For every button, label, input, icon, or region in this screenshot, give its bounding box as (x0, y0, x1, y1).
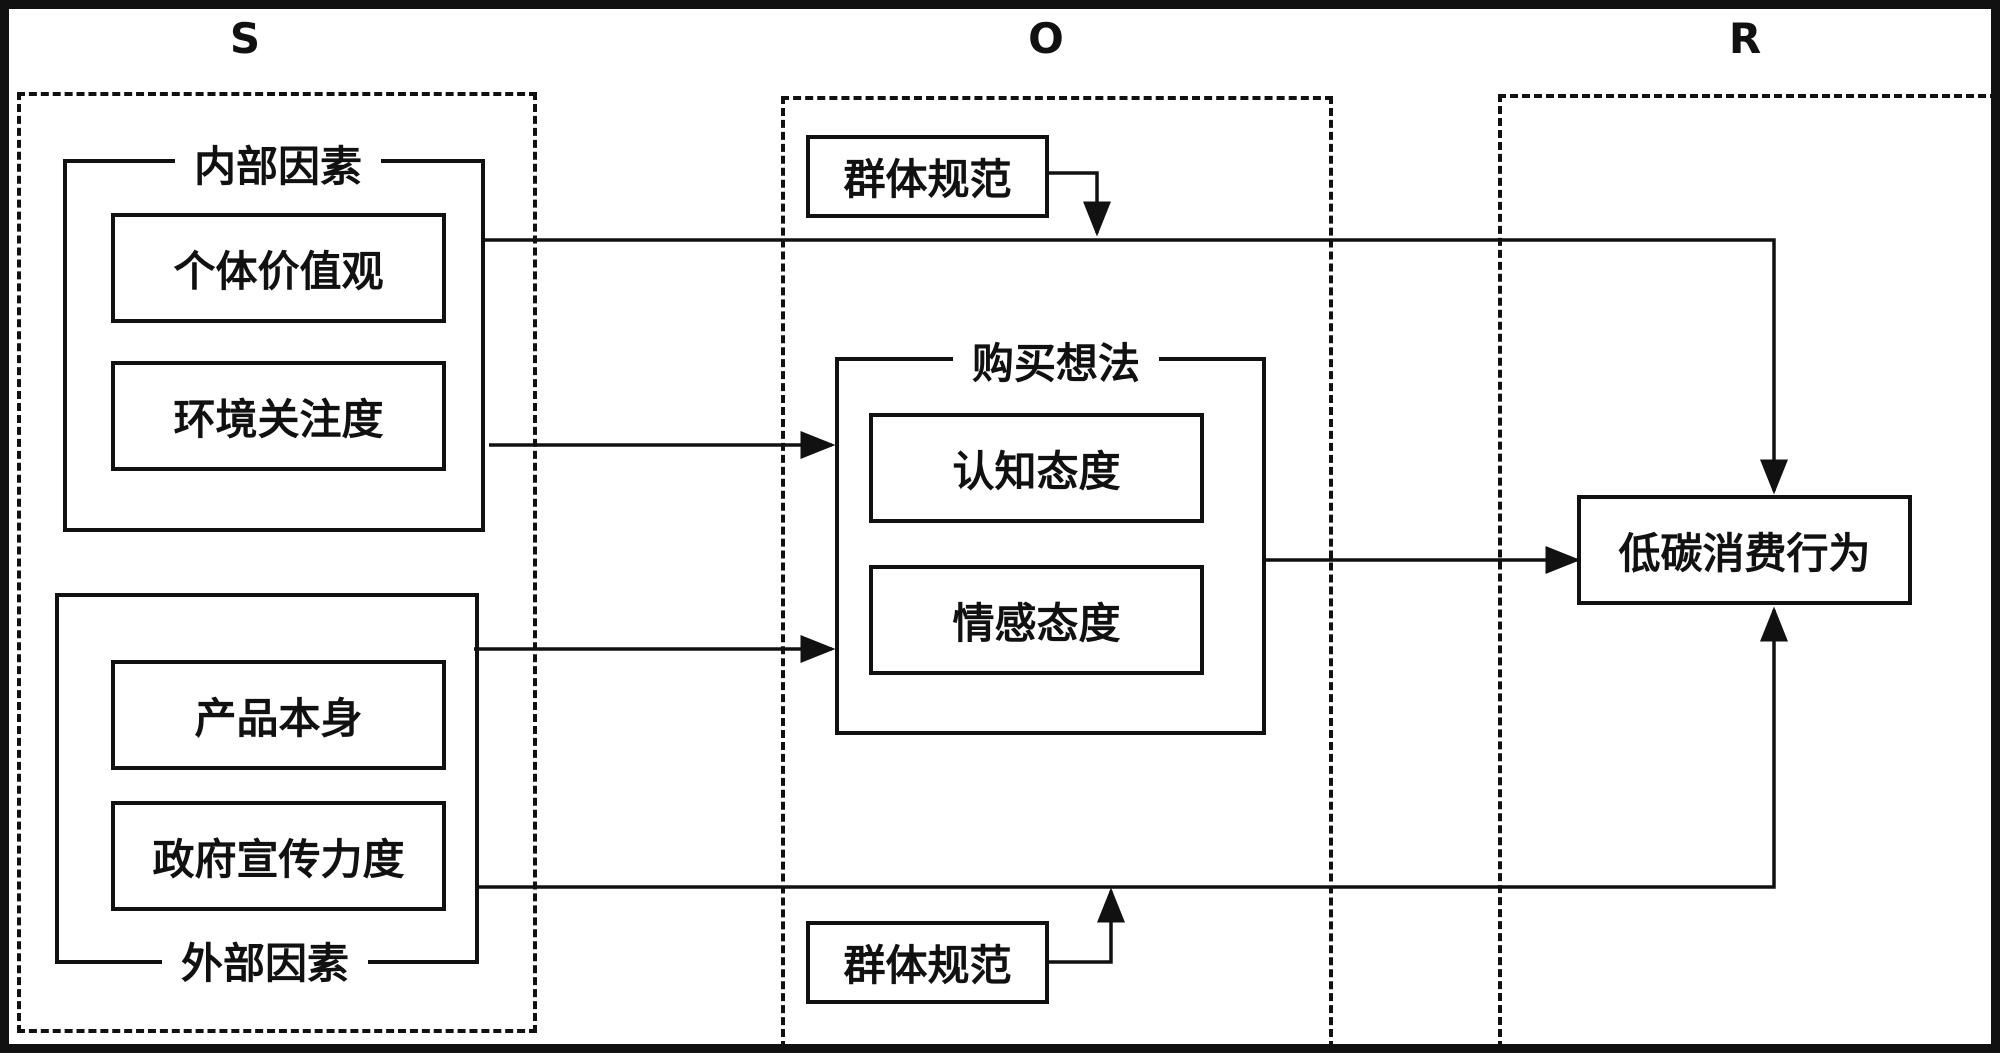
low-carbon-behavior-box: 低碳消费行为 (1577, 495, 1912, 605)
column-header-o: O (1028, 14, 1064, 63)
column-header-s: S (229, 14, 261, 63)
government-publicity-box: 政府宣传力度 (111, 801, 446, 911)
cognitive-attitude-box: 认知态度 (869, 413, 1204, 523)
affective-attitude-box: 情感态度 (869, 565, 1204, 675)
external-factors-label: 外部因素 (162, 941, 368, 987)
stimulus-column (17, 92, 537, 1033)
organism-column (781, 96, 1333, 1049)
column-header-r: R (1728, 14, 1762, 63)
group-norm-top-box: 群体规范 (806, 135, 1049, 218)
environmental-concern-box: 环境关注度 (111, 361, 446, 471)
arrow-norm-bottom-to-line (1046, 887, 1125, 964)
purchase-intention-label: 购买想法 (953, 341, 1159, 387)
response-column (1498, 94, 1998, 1049)
arrow-individual-to-behavior (485, 238, 1788, 495)
arrow-norm-top-to-line (1046, 171, 1111, 237)
group-norm-bottom-box: 群体规范 (806, 921, 1049, 1004)
product-itself-box: 产品本身 (111, 660, 446, 770)
arrow-government-to-behavior (478, 606, 1788, 889)
internal-factors-label: 内部因素 (175, 144, 381, 190)
individual-values-box: 个体价值观 (111, 213, 446, 323)
